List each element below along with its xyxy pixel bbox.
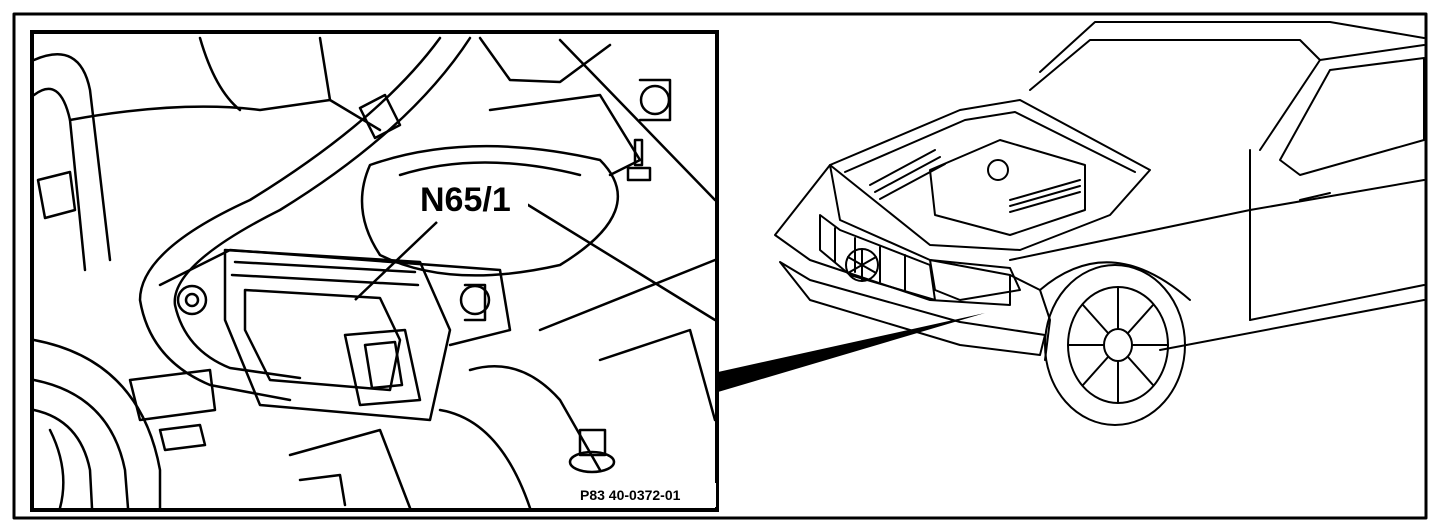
front-wheel-tire — [1044, 264, 1186, 426]
lower-bracket-2 — [158, 423, 207, 452]
engine-cover — [929, 139, 1086, 236]
callout-label-backing — [410, 178, 528, 218]
lower-center-bracket — [288, 428, 412, 510]
car-headlight — [929, 259, 1021, 301]
engine-ribs — [1009, 179, 1081, 213]
wiring-harness-edge — [173, 36, 472, 380]
strut-dome-inner — [398, 161, 582, 177]
right-side-line-3 — [538, 258, 717, 332]
control-module-top — [243, 288, 402, 392]
stud-bolt — [626, 138, 652, 182]
lower-right-housing — [468, 365, 602, 472]
car-illustration — [774, 21, 1425, 426]
lower-bracket — [128, 368, 217, 422]
lower-left-pulley — [32, 338, 162, 510]
upper-panel-2 — [198, 36, 242, 112]
right-side-line-2 — [558, 38, 717, 202]
figure-reference-code: P83 40-0372-01 — [580, 487, 681, 503]
detail-inset-artwork — [32, 36, 717, 510]
outer-frame — [12, 12, 1428, 520]
lower-center-bracket-2 — [298, 473, 347, 507]
right-side-line — [518, 198, 717, 322]
mount-nut-right-stud — [463, 283, 487, 322]
wiring-harness — [138, 36, 442, 402]
engine-star-emblem — [987, 159, 1009, 181]
lower-left-ring — [32, 408, 94, 510]
pointer-wedge — [718, 313, 985, 392]
car-hood-inner — [844, 111, 1136, 173]
car-door-handle — [1299, 192, 1331, 201]
hose-top-left — [32, 53, 112, 262]
car-bumper — [779, 261, 1046, 356]
figure-reference-backing — [574, 483, 716, 507]
car-a-pillar — [1319, 44, 1425, 61]
mount-nut-left — [176, 284, 208, 316]
car-windshield — [1029, 39, 1321, 151]
lower-left-hose — [48, 428, 65, 510]
car-front-fascia — [774, 164, 1011, 306]
car-roof-line — [1039, 21, 1425, 73]
harness-clip — [358, 93, 402, 140]
car-rocker — [1159, 299, 1425, 351]
car-grille — [819, 214, 936, 301]
hose-clamp — [36, 170, 77, 220]
bracket-plate — [488, 93, 642, 177]
connector-lock — [363, 340, 404, 390]
bolt-top-right-stem — [638, 78, 672, 122]
control-module-housing — [223, 248, 452, 422]
car-hood-edge — [829, 99, 1151, 251]
car-body-lower — [1249, 284, 1425, 321]
detail-inset: N65/1 P83 40-0372-01 — [30, 30, 719, 512]
upper-bracket — [478, 36, 612, 84]
pointer-wedge-fill — [718, 313, 985, 392]
engine-coil — [869, 149, 946, 200]
lower-bolt-washer — [568, 450, 616, 474]
mount-nut-left-inner — [184, 292, 200, 308]
car-fender — [1009, 274, 1051, 361]
lower-right-arm — [598, 328, 717, 422]
front-star-points — [847, 248, 877, 282]
mounting-plate — [158, 248, 512, 347]
car-side-body — [1009, 179, 1425, 261]
module-connector — [343, 328, 422, 407]
car-side-window — [1279, 57, 1425, 176]
strut-dome — [360, 144, 620, 277]
lower-left-pulley-inner — [32, 378, 130, 510]
callout-label: N65/1 — [420, 181, 511, 219]
lower-right-housing-2 — [438, 408, 532, 510]
wheel-arch — [1039, 261, 1191, 301]
grille-bars — [834, 227, 906, 291]
upper-panel — [68, 98, 332, 122]
callout-leader-line — [354, 221, 438, 301]
front-wheel-spokes — [1067, 286, 1169, 404]
